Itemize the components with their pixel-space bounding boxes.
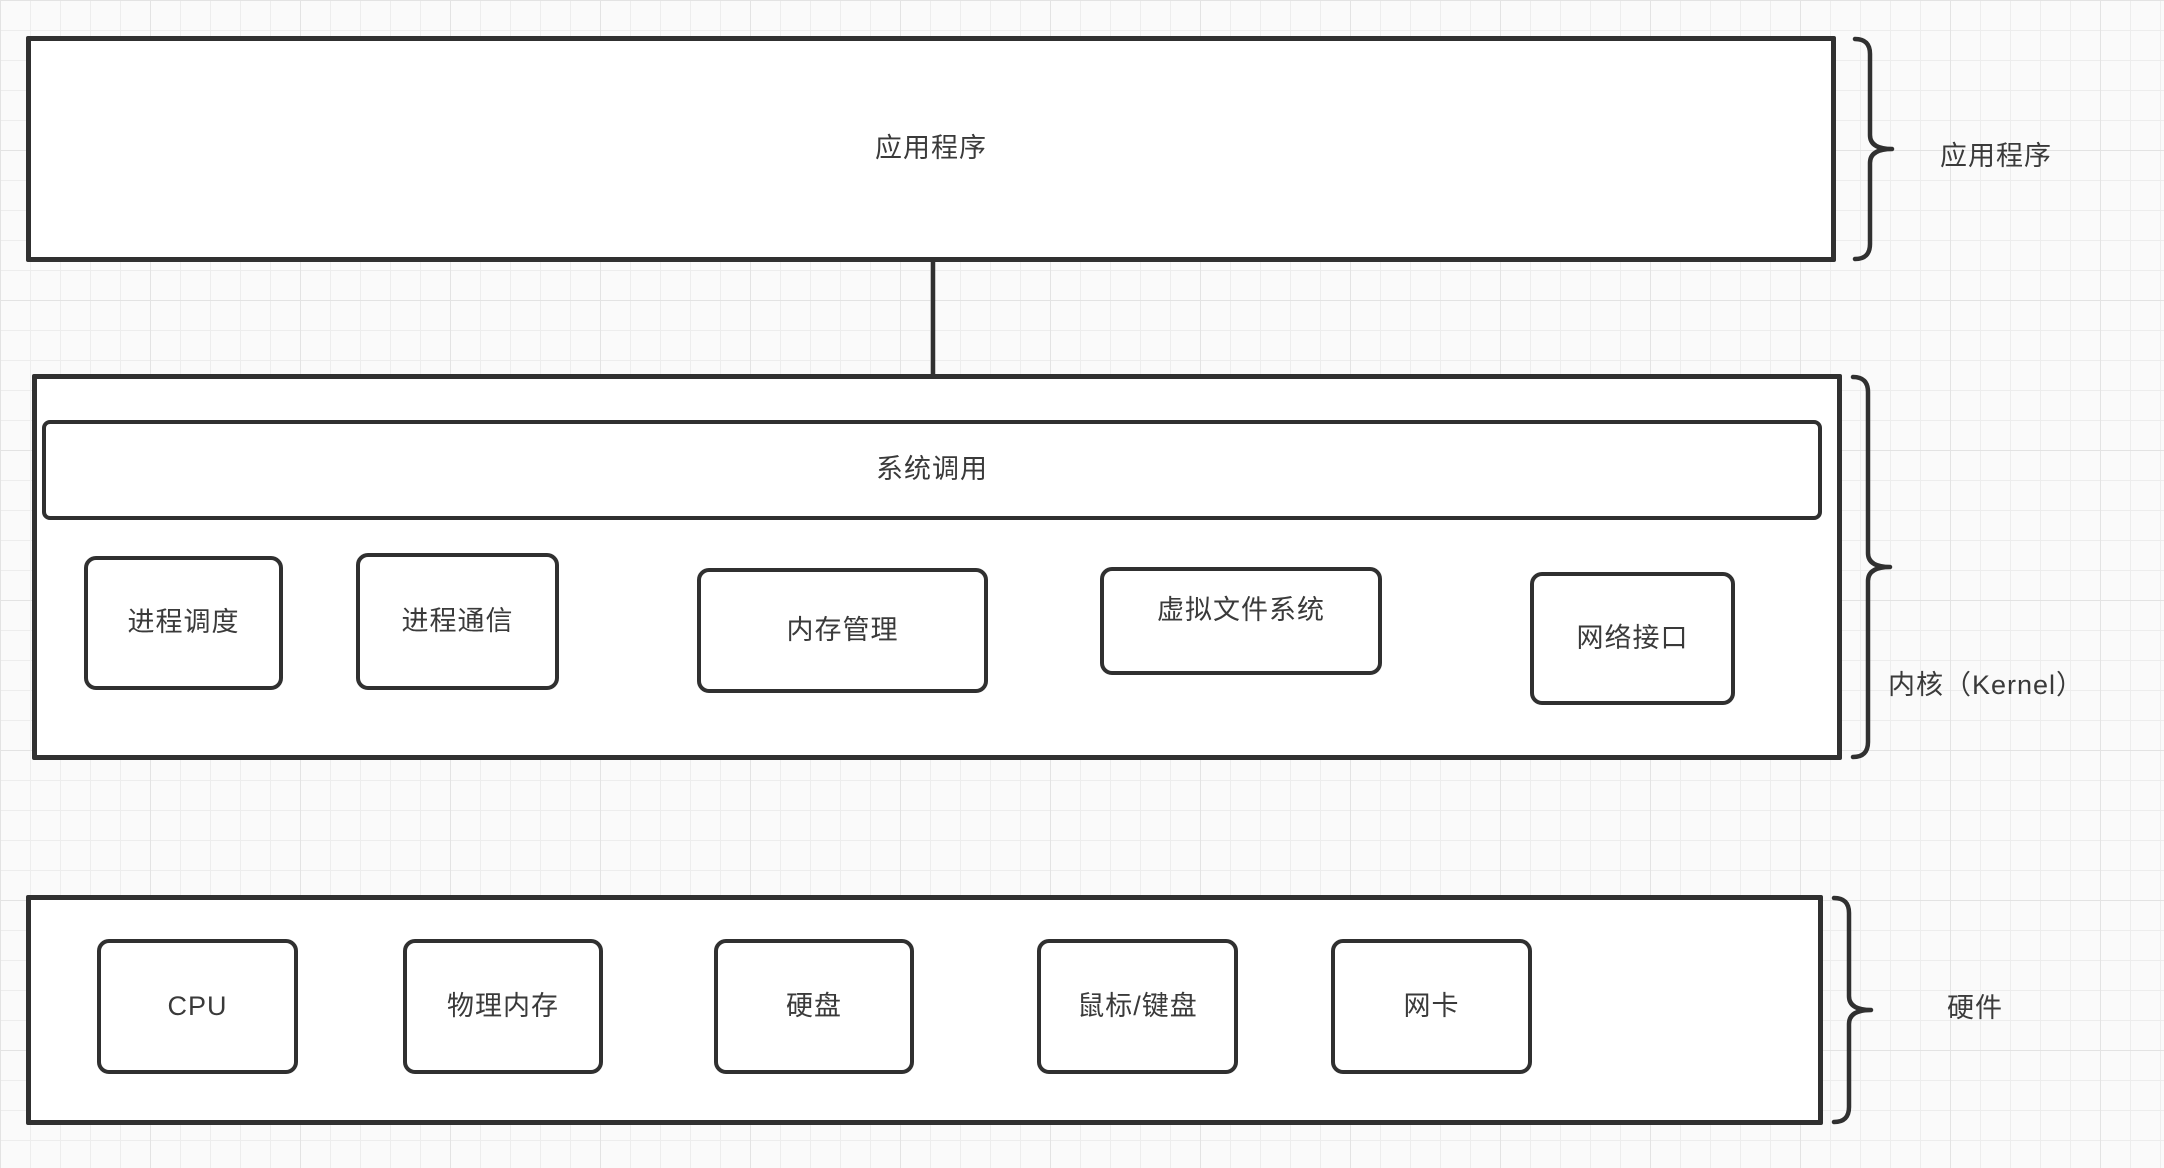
application-brace-label: 应用程序 <box>1940 141 2052 171</box>
kernel-module-label: 网络接口 <box>1576 622 1689 653</box>
hardware-component-label: CPU <box>167 990 228 1021</box>
kernel-module-label: 虚拟文件系统 <box>1157 595 1325 625</box>
kernel-module-memory-management[interactable]: 内存管理 <box>697 568 988 693</box>
kernel-brace-label: 内核（Kernel） <box>1887 670 2085 700</box>
application-layer-label: 应用程序 <box>875 133 987 164</box>
hardware-component-network-card[interactable]: 网卡 <box>1331 939 1532 1074</box>
system-call-label: 系统调用 <box>876 454 988 485</box>
hardware-component-mouse-keyboard[interactable]: 鼠标/键盘 <box>1037 939 1238 1074</box>
kernel-module-label: 内存管理 <box>786 614 899 645</box>
hardware-brace-label: 硬件 <box>1947 993 2003 1023</box>
kernel-module-label: 进程通信 <box>401 605 514 636</box>
hardware-component-hard-disk[interactable]: 硬盘 <box>714 939 914 1074</box>
application-brace[interactable] <box>1852 36 1900 262</box>
system-call-bar[interactable]: 系统调用 <box>42 420 1822 520</box>
kernel-module-virtual-file-system[interactable]: 虚拟文件系统 <box>1100 567 1382 675</box>
hardware-component-label: 物理内存 <box>447 990 559 1021</box>
hardware-component-cpu[interactable]: CPU <box>97 939 298 1074</box>
hardware-component-label: 鼠标/键盘 <box>1077 990 1198 1021</box>
hardware-component-label: 网卡 <box>1403 990 1460 1021</box>
hardware-component-physical-memory[interactable]: 物理内存 <box>403 939 603 1074</box>
hardware-component-label: 硬盘 <box>786 990 842 1021</box>
hardware-brace[interactable] <box>1831 895 1879 1125</box>
kernel-module-process-communication[interactable]: 进程通信 <box>356 553 559 690</box>
kernel-module-process-scheduling[interactable]: 进程调度 <box>84 556 283 690</box>
application-layer-box[interactable]: 应用程序 <box>26 36 1836 262</box>
kernel-module-label: 进程调度 <box>127 607 240 638</box>
kernel-brace[interactable] <box>1850 374 1898 760</box>
kernel-module-network-interface[interactable]: 网络接口 <box>1530 572 1735 705</box>
